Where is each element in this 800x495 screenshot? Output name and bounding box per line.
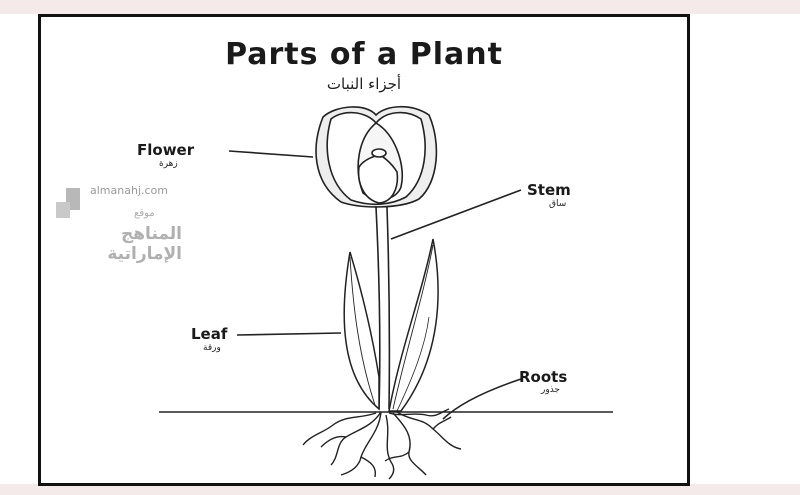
stem-pointer-line (390, 189, 522, 240)
watermark-arabic-line1: موقع (134, 208, 155, 219)
watermark: almanahj.com موقع المناهج الإماراتية (52, 184, 182, 264)
flower-label: Flower (137, 141, 195, 159)
watermark-logo-icon-secondary (56, 202, 70, 218)
worksheet: Parts of a Plant أجزاء النبات (38, 14, 690, 486)
page-title: Parts of a Plant (225, 37, 503, 72)
watermark-arabic-line2: المناهج الإماراتية (107, 224, 182, 264)
roots-drawing (302, 408, 462, 480)
flower-pointer-line (228, 150, 314, 158)
right-leaf-drawing (388, 238, 439, 412)
flower-drawing (315, 105, 438, 208)
leaf-pointer-line (236, 332, 342, 336)
roots-label: Roots (519, 368, 568, 386)
roots-label-arabic: جذور (541, 385, 560, 395)
leaf-label-arabic: ورقة (203, 343, 221, 353)
flower-label-arabic: زهرة (159, 159, 178, 169)
bottom-strip (0, 484, 800, 495)
page-subtitle-arabic: أجزاء النبات (326, 75, 402, 93)
stem-label-arabic: ساق (549, 199, 567, 209)
leaf-label: Leaf (191, 325, 228, 343)
roots-pointer-line (442, 378, 522, 420)
plant-diagram (159, 105, 613, 480)
top-strip (0, 0, 800, 14)
stem-label: Stem (527, 181, 571, 199)
left-margin (0, 14, 38, 484)
watermark-site: almanahj.com (90, 184, 168, 197)
left-leaf-drawing (343, 251, 380, 411)
right-margin (690, 14, 800, 484)
